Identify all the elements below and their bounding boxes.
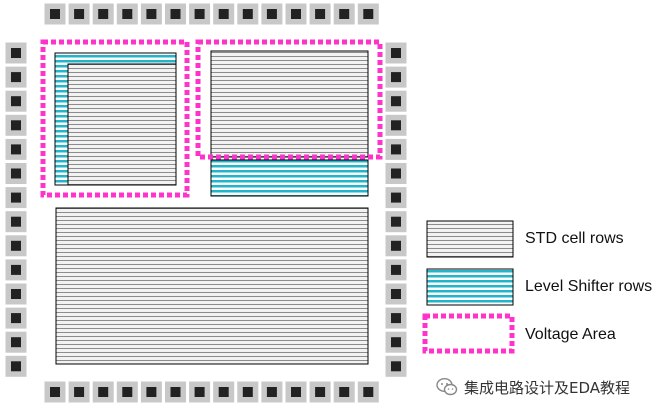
io-pad-contact (339, 387, 350, 397)
io-pad-contact (315, 387, 326, 397)
io-pad-contact (391, 72, 401, 83)
legend-label-voltage-area: Voltage Area (525, 326, 616, 343)
io-pad-contact (391, 361, 401, 372)
io-pad-contact (11, 361, 21, 372)
io-pad-contact (391, 337, 401, 348)
io-pad-contact (98, 9, 109, 19)
io-pad-contact (122, 9, 133, 19)
io-pad-contact (98, 387, 109, 397)
io-pad-contact (391, 313, 401, 324)
std-cell-block-top-right (210, 50, 369, 158)
io-pad-contact (315, 9, 326, 19)
legend-swatch-level-shifter (426, 268, 514, 306)
io-pad-contact (11, 216, 21, 227)
io-pad-contact (242, 9, 253, 19)
io-pad-contact (50, 387, 60, 397)
io-pad-contact (11, 120, 21, 131)
io-pad-contact (266, 9, 277, 19)
legend-label-level-shifter-rows: Level Shifter rows (525, 278, 653, 295)
io-pad-contact (391, 96, 401, 107)
io-pad-contact (339, 9, 350, 19)
io-pad-contact (363, 387, 374, 397)
io-pad-contact (146, 9, 157, 19)
io-pad-contact (391, 144, 401, 155)
io-pad-contact (291, 387, 301, 397)
io-pad-contact (218, 9, 229, 19)
io-pad-contact (11, 313, 21, 324)
io-pad-contact (11, 192, 21, 203)
io-pad-contact (391, 289, 401, 299)
io-pad-contact (11, 72, 21, 83)
legend-swatch-voltage-area (422, 313, 515, 354)
io-pad-contact (11, 168, 21, 179)
voltage-area-top-left (40, 39, 190, 198)
io-pad-contact (391, 264, 401, 275)
io-pad-contact (11, 289, 21, 299)
io-pad-contact (146, 387, 157, 397)
std-cell-block-top-left (67, 63, 177, 186)
io-pad-contact (50, 9, 60, 19)
io-pad-contact (11, 264, 21, 275)
io-pad-contact (266, 387, 277, 397)
io-pad-contact (122, 387, 133, 397)
io-pad-contact (218, 387, 229, 397)
level-shifter-block-top-right (210, 159, 369, 197)
legend-label-std-cell-rows: STD cell rows (525, 230, 624, 247)
io-pad-contact (194, 9, 205, 19)
io-pad-contact (391, 216, 401, 227)
io-pad-contact (291, 9, 301, 19)
wechat-icon (436, 377, 458, 396)
io-pad-contact (194, 387, 205, 397)
io-pad-contact (11, 96, 21, 107)
io-pad-contact (11, 48, 21, 58)
voltage-area-top-right (195, 39, 383, 160)
watermark-text: 集成电路设计及EDA教程 (464, 378, 631, 397)
std-cell-block-bottom (55, 207, 369, 365)
io-pad-contact (363, 9, 374, 19)
io-pad-ring (4, 2, 408, 404)
io-pad-contact (170, 387, 181, 397)
io-pad-contact (391, 48, 401, 58)
io-pad-contact (11, 240, 21, 251)
io-pad-contact (242, 387, 253, 397)
io-pad-contact (11, 337, 21, 348)
io-pad-contact (391, 168, 401, 179)
io-pad-contact (391, 192, 401, 203)
io-pad-contact (170, 9, 181, 19)
io-pad-contact (74, 387, 85, 397)
io-pad-contact (391, 240, 401, 251)
io-pad-contact (391, 120, 401, 131)
io-pad-contact (11, 144, 21, 155)
legend-swatch-std-cell (426, 220, 514, 258)
watermark: 集成电路设计及EDA教程 (436, 375, 630, 399)
io-pad-contact (74, 9, 85, 19)
